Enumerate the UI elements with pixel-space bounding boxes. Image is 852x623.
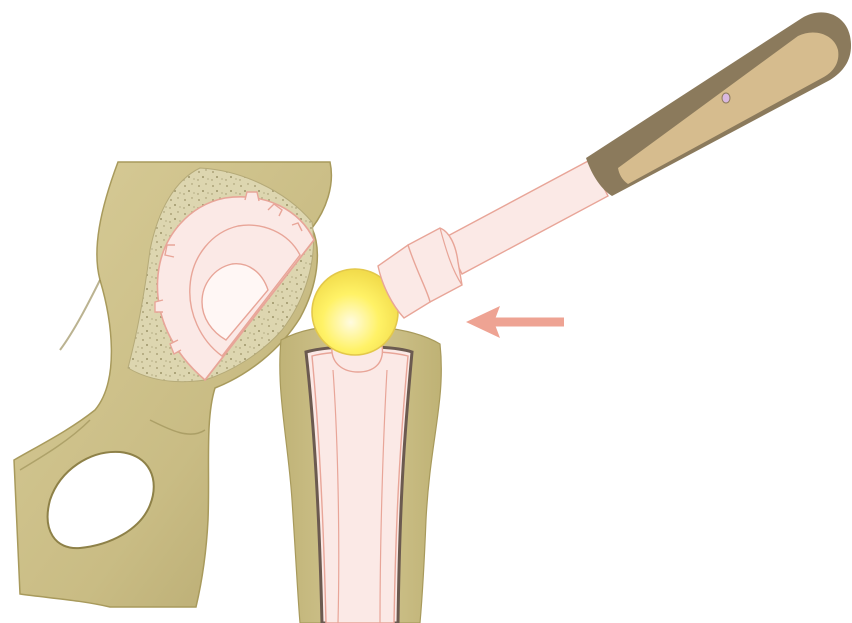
femoral-stem: [312, 345, 408, 623]
stem-body: [312, 352, 408, 623]
impactor-shaft: [444, 160, 608, 274]
impactor-handle-grip: [618, 32, 838, 184]
impaction-direction-arrow: [466, 306, 564, 338]
impactor-tool: [378, 12, 851, 318]
grip-dot: [722, 93, 730, 103]
